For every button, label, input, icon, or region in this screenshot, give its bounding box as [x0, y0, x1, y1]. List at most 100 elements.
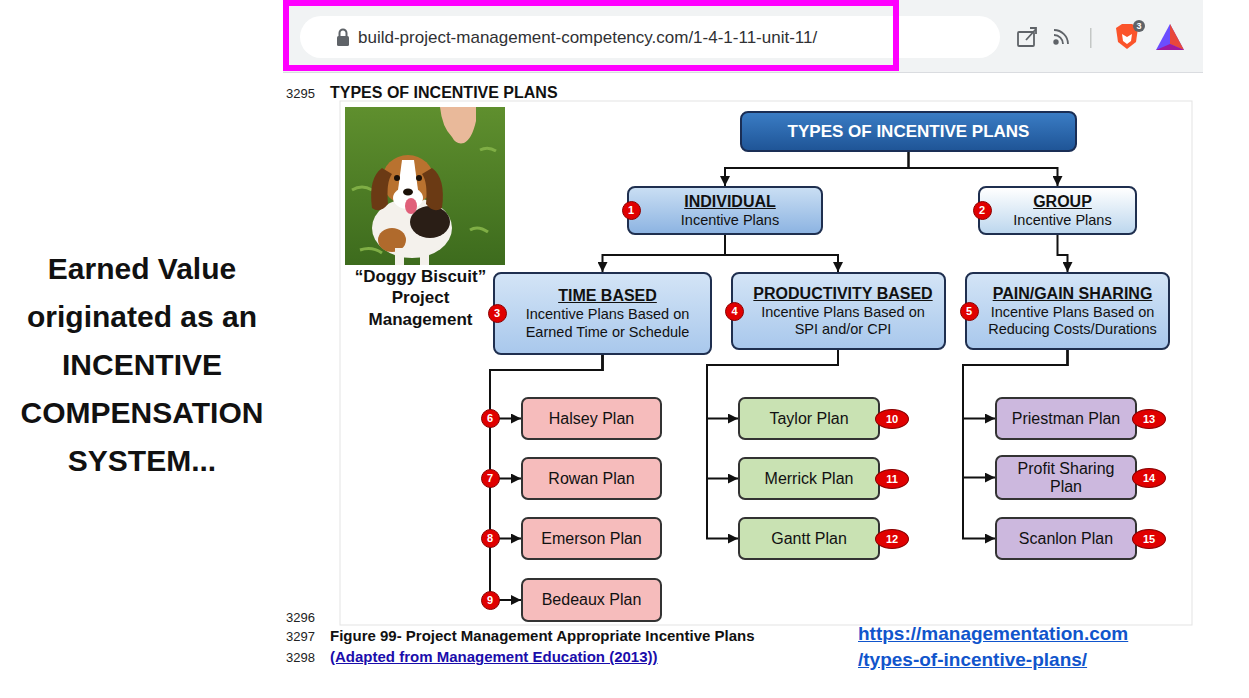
- badge-count: 3: [1133, 20, 1145, 32]
- dog-photo: [345, 107, 505, 265]
- web-link: https://managementation.com: [858, 623, 1128, 645]
- dog-photo: [403, 189, 413, 196]
- box-heading: PAIN/GAIN SHARING: [985, 284, 1160, 304]
- box-body: Incentive Plans: [647, 212, 813, 229]
- dog-photo: [398, 160, 418, 190]
- callout-number: 13: [1132, 409, 1166, 429]
- callout-number: 14: [1132, 468, 1166, 488]
- box-body: Incentive Plans: [998, 212, 1127, 229]
- connector-arrow: [725, 152, 909, 186]
- lock-icon: [340, 30, 347, 37]
- box-heading: GROUP: [998, 192, 1127, 212]
- box-label: Halsey Plan: [533, 410, 650, 428]
- connector-arrow: [1058, 235, 1068, 272]
- slide-decor: [283, 72, 1203, 73]
- feed-icon: [1054, 35, 1063, 44]
- feed-icon: [1054, 30, 1068, 44]
- figure-caption: Figure 99- Project Management Appropriat…: [330, 627, 755, 644]
- slide-statement: Earned Value originated as an INCENTIVE …: [6, 245, 278, 485]
- dog-photo: [410, 206, 450, 238]
- callout-number: 6: [481, 409, 500, 428]
- box-label: Emerson Plan: [533, 530, 650, 548]
- figure-frame: [340, 101, 1192, 625]
- box-label: Taylor Plan: [750, 410, 868, 428]
- callout-number: 12: [875, 529, 909, 549]
- line-number: 3297: [286, 629, 315, 644]
- box-label: Rowan Plan: [533, 470, 650, 488]
- plan-box: Priestman Plan: [995, 397, 1137, 440]
- line-number: 3298: [286, 650, 315, 665]
- callout-number: 4: [725, 302, 744, 321]
- callout-number: 11: [875, 469, 909, 489]
- callout-number: 5: [960, 302, 979, 321]
- plan-box: Emerson Plan: [521, 517, 662, 560]
- slide-decor: [1090, 28, 1092, 48]
- photo-caption: “Doggy Biscuit” Project Management: [343, 266, 498, 330]
- box-heading: INDIVIDUAL: [647, 192, 813, 212]
- highlight-frame: [286, 3, 896, 68]
- dog-photo: [345, 107, 505, 265]
- dog-photo: [440, 107, 476, 143]
- web-link: /types-of-incentive-plans/: [858, 649, 1087, 671]
- rewards-icon: [1156, 24, 1184, 50]
- box-label: Priestman Plan: [1007, 410, 1125, 428]
- box-heading: PRODUCTIVITY BASED: [751, 284, 936, 304]
- root-box: TYPES OF INCENTIVE PLANS: [740, 111, 1077, 152]
- connector-arrow: [725, 235, 838, 272]
- lock-icon: [337, 30, 349, 47]
- callout-number: 1: [622, 201, 641, 220]
- box-label: Bedeaux Plan: [533, 591, 650, 609]
- feed-icon: [1054, 40, 1058, 44]
- connector-arrow: [490, 355, 603, 539]
- source-link: (Adapted from Management Education (2013…: [330, 648, 658, 665]
- category-box: PRODUCTIVITY BASEDIncentive Plans Based …: [731, 272, 946, 350]
- box-body: Incentive Plans Based on Reducing Costs/…: [985, 304, 1160, 339]
- line-number: 3296: [286, 610, 315, 625]
- box-label: TYPES OF INCENTIVE PLANS: [752, 122, 1065, 142]
- connector-arrow: [707, 350, 838, 539]
- address-url: build-project-management-competency.com/…: [358, 28, 817, 48]
- box-body: Incentive Plans Based on Earned Time or …: [513, 306, 702, 341]
- box-label: Gantt Plan: [750, 530, 868, 548]
- brave-icon: [1122, 34, 1132, 44]
- category-box: TIME BASEDIncentive Plans Based on Earne…: [493, 272, 712, 355]
- connector-arrow: [909, 152, 1058, 186]
- dog-photo: [371, 168, 392, 210]
- plan-box: Taylor Plan: [738, 397, 880, 440]
- box-heading: TIME BASED: [513, 286, 702, 306]
- dog-photo: [420, 248, 429, 265]
- plan-box: Merrick Plan: [738, 457, 880, 500]
- dog-photo: [405, 198, 417, 214]
- callout-number: 9: [481, 591, 500, 610]
- callout-number: 15: [1132, 529, 1166, 549]
- rewards-icon: [1156, 44, 1184, 50]
- connector-arrow: [963, 350, 1068, 539]
- callout-number: 2: [973, 201, 992, 220]
- box-label: Scanlon Plan: [1007, 530, 1125, 548]
- category-box: INDIVIDUALIncentive Plans: [627, 186, 823, 235]
- dog-photo: [394, 175, 400, 181]
- plan-box: Halsey Plan: [521, 397, 662, 440]
- share-icon: [1026, 28, 1036, 40]
- callout-number: 7: [481, 469, 500, 488]
- dog-photo: [416, 175, 422, 181]
- callout-number: 8: [481, 529, 500, 548]
- plan-box: Rowan Plan: [521, 457, 662, 500]
- share-icon: [1018, 28, 1036, 46]
- callout-number: 3: [488, 304, 507, 323]
- feed-icon: [1054, 30, 1068, 44]
- slide-decor: [283, 0, 1203, 72]
- dog-photo: [422, 168, 443, 210]
- plan-box: Gantt Plan: [738, 517, 880, 560]
- box-label: Profit Sharing Plan: [1007, 460, 1125, 495]
- plan-box: Profit Sharing Plan: [995, 455, 1137, 500]
- category-box: GROUPIncentive Plans: [978, 186, 1137, 235]
- box-body: Incentive Plans Based on SPI and/or CPI: [751, 304, 936, 339]
- category-box: PAIN/GAIN SHARINGIncentive Plans Based o…: [965, 272, 1170, 350]
- box-label: Merrick Plan: [750, 470, 868, 488]
- plan-box: Bedeaux Plan: [521, 578, 662, 622]
- callout-number: 10: [875, 409, 909, 429]
- plan-box: Scanlon Plan: [995, 517, 1137, 560]
- figure-title: TYPES OF INCENTIVE PLANS: [330, 84, 558, 102]
